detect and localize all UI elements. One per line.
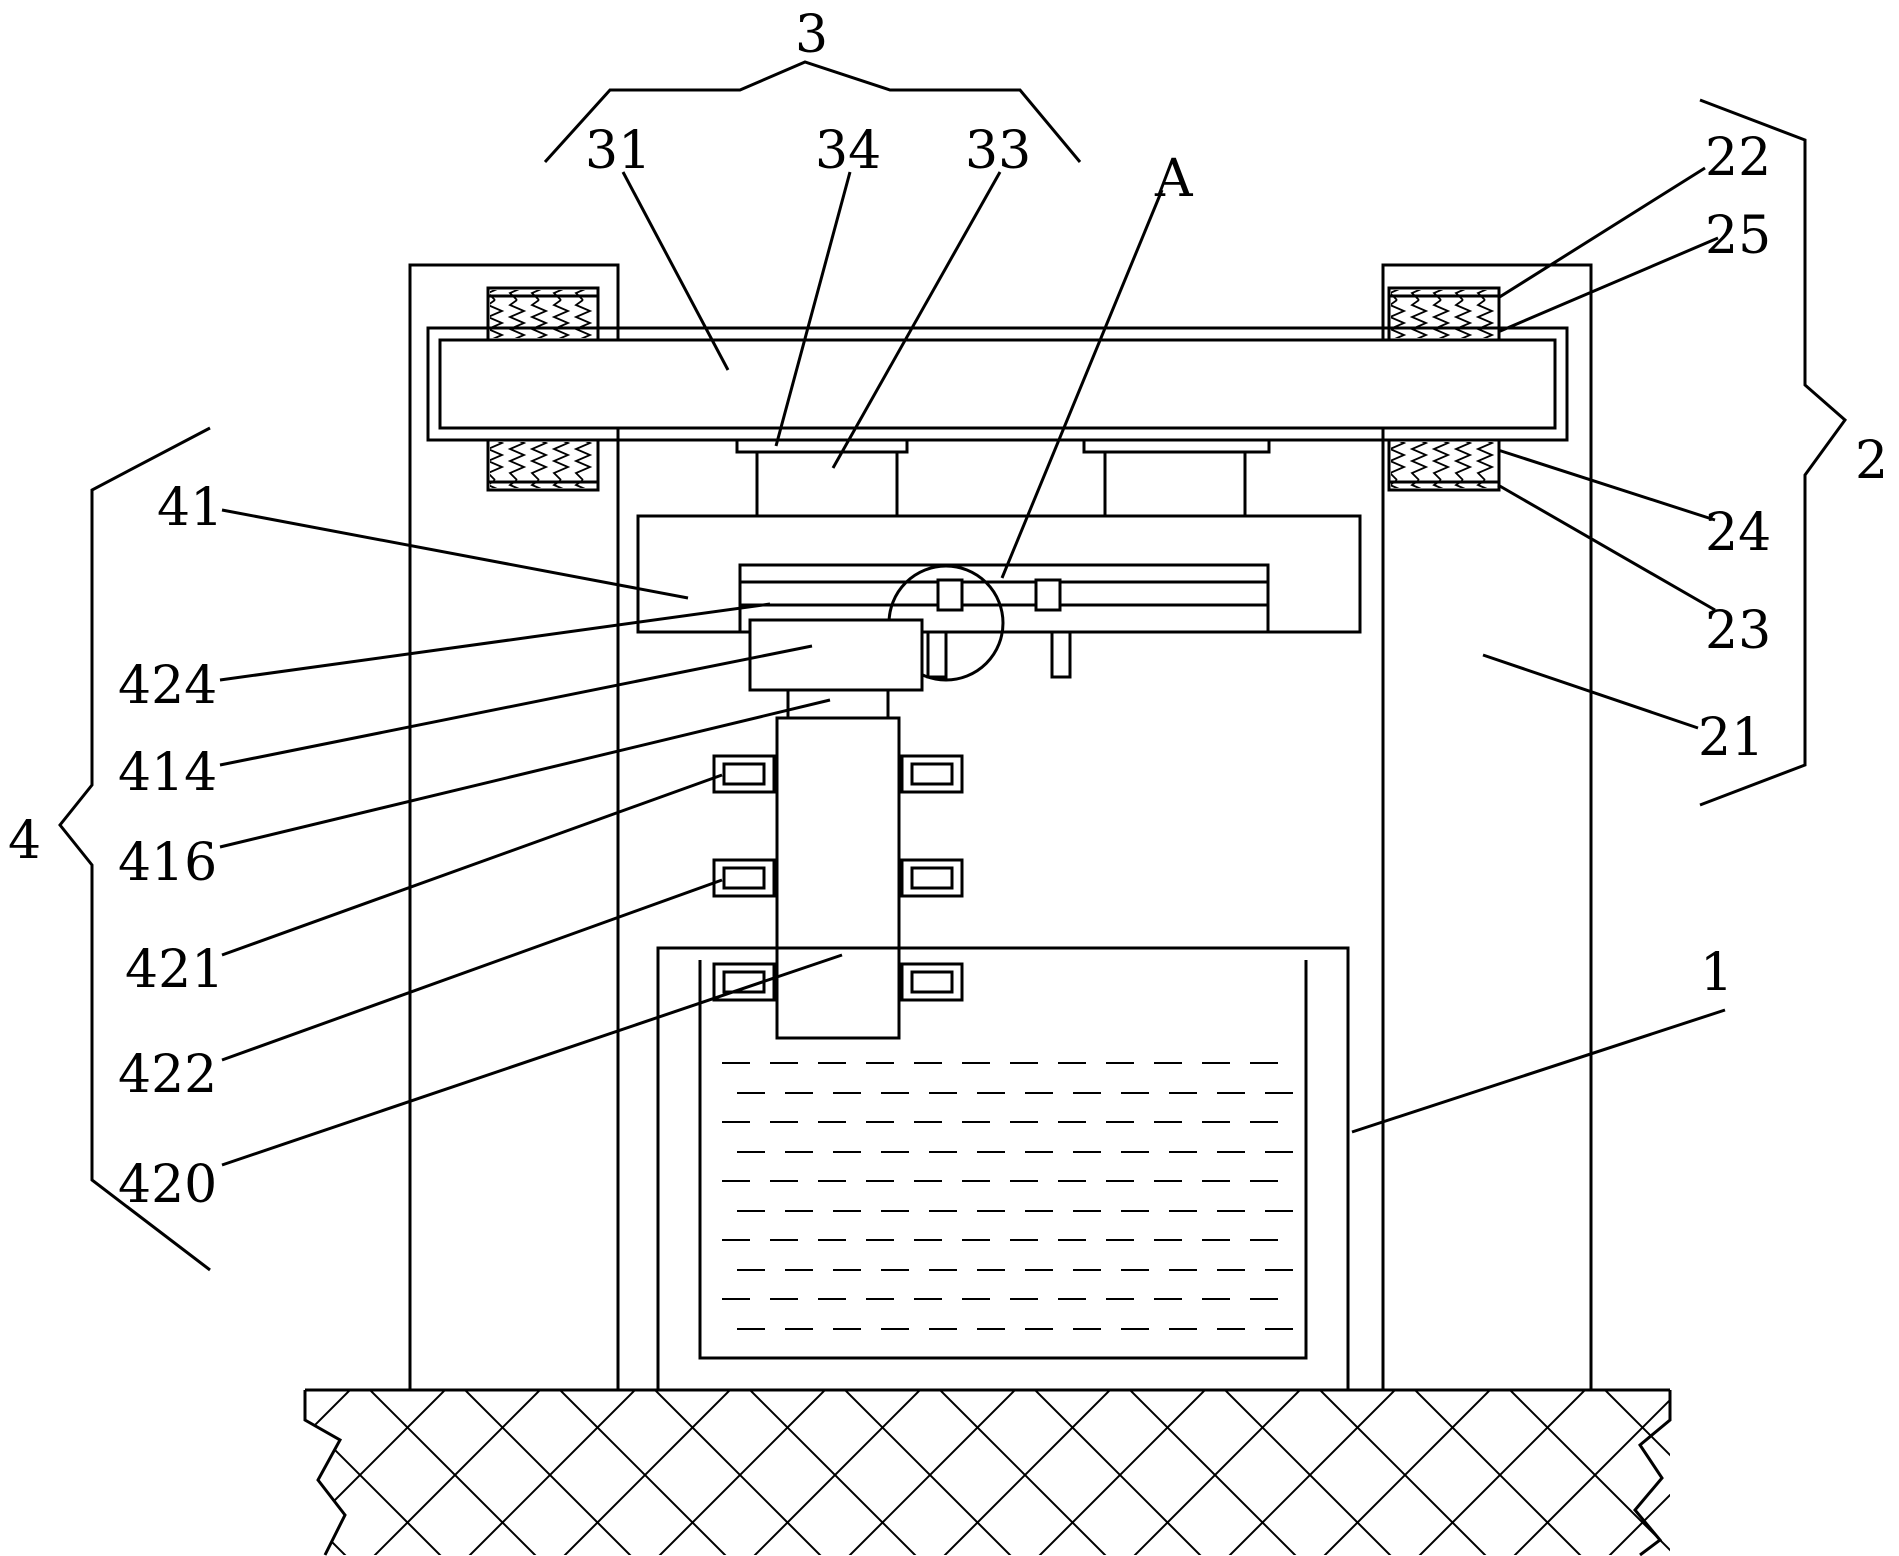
label-22: 22 — [1705, 128, 1771, 188]
liquid-tank — [656, 946, 1350, 1392]
label-416: 416 — [118, 833, 217, 893]
label-420: 420 — [118, 1155, 217, 1215]
carriage-plate — [636, 514, 1362, 679]
cylinder-left — [735, 438, 909, 518]
label-2: 2 — [1855, 431, 1888, 491]
side-pads — [712, 754, 964, 1002]
bracket-3 — [543, 60, 1082, 164]
top-beam — [426, 326, 1569, 442]
left-column — [408, 263, 620, 1392]
label-1: 1 — [1700, 943, 1733, 1003]
right-column — [1381, 263, 1593, 1392]
label-25: 25 — [1705, 206, 1771, 266]
label-33: 33 — [965, 121, 1031, 181]
label-23: 23 — [1705, 601, 1771, 661]
label-24: 24 — [1705, 503, 1771, 563]
label-31: 31 — [585, 121, 651, 181]
label-421: 421 — [125, 940, 224, 1000]
bracket-4 — [58, 426, 211, 1272]
label-414: 414 — [118, 743, 217, 803]
label-41: 41 — [157, 478, 223, 538]
labels: 3 31 34 33 A 22 25 2 24 23 21 41 424 414… — [8, 5, 1888, 1215]
clamp-neck — [786, 688, 890, 720]
spring-blocks — [486, 286, 1501, 492]
ground-base — [303, 1388, 1672, 1556]
bracket-2 — [1699, 98, 1848, 807]
clamp-head — [748, 618, 924, 692]
label-3: 3 — [795, 5, 828, 65]
leader-lines — [219, 166, 1726, 1167]
label-34: 34 — [815, 121, 881, 181]
vertical-shaft — [775, 716, 901, 1040]
label-422: 422 — [118, 1045, 217, 1105]
label-4: 4 — [8, 811, 41, 871]
label-424: 424 — [118, 656, 217, 716]
label-a: A — [1154, 149, 1194, 209]
label-21: 21 — [1698, 708, 1764, 768]
cylinder-right — [1082, 438, 1271, 518]
